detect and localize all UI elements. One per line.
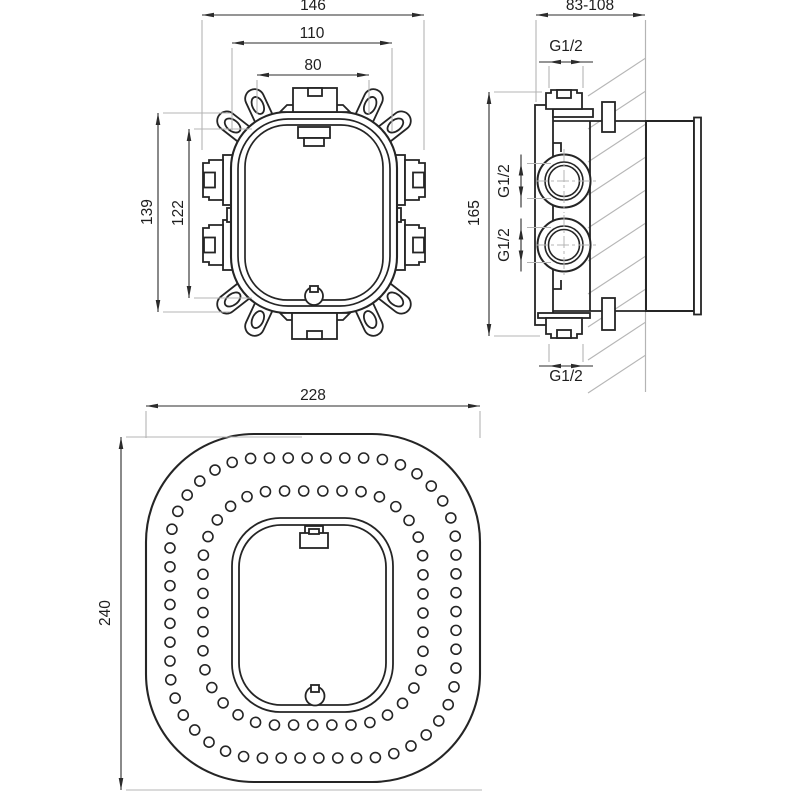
front-view xyxy=(202,87,426,340)
retaining-clip-top xyxy=(601,101,616,133)
bottom-port xyxy=(537,312,591,339)
dim-label-thread-upper: G1/2 xyxy=(496,164,513,198)
inner-top-tab xyxy=(297,126,331,147)
inner-frame xyxy=(231,517,394,713)
body-housing xyxy=(645,120,695,312)
screw-detail xyxy=(304,285,324,306)
dim-label-thread-top: G1/2 xyxy=(549,38,583,55)
dim-label-depth-range: 83-108 xyxy=(566,0,614,14)
right-side-ports xyxy=(394,154,426,271)
dim-label-plate-width: 228 xyxy=(300,387,326,404)
top-port xyxy=(545,89,594,118)
top-tab xyxy=(277,87,353,113)
valve-body-profile xyxy=(553,120,646,312)
left-side-ports xyxy=(202,154,234,271)
wall-hatch-lines xyxy=(587,57,646,394)
dimension-lines xyxy=(118,12,645,790)
dim-label-width-total: 146 xyxy=(300,0,326,14)
dim-label-width-inner: 80 xyxy=(304,57,322,74)
dim-label-plate-height: 240 xyxy=(97,600,114,626)
box-body-outline xyxy=(229,110,399,315)
back-cap xyxy=(693,116,702,316)
side-view xyxy=(534,20,702,394)
mounting-flange xyxy=(534,104,554,326)
dim-label-thread-bottom: G1/2 xyxy=(549,368,583,385)
dim-label-width-mounting: 110 xyxy=(300,25,325,42)
bottom-tab xyxy=(277,312,353,340)
dim-label-thread-lower: G1/2 xyxy=(496,228,513,262)
retaining-clip-bottom xyxy=(601,297,616,331)
dim-label-height-total: 139 xyxy=(139,199,156,225)
dim-label-side-height: 165 xyxy=(466,200,483,226)
dimension-labels: 146 110 80 139 122 83-108 G1/2 G1/2 G1/2… xyxy=(97,0,614,626)
bottom-view xyxy=(144,432,482,784)
extension-lines xyxy=(126,20,584,791)
hole-ring-inner xyxy=(197,485,429,731)
hole-ring-outer xyxy=(164,452,462,764)
center-crosshairs xyxy=(536,149,598,277)
dim-label-height-inner: 122 xyxy=(170,200,187,226)
